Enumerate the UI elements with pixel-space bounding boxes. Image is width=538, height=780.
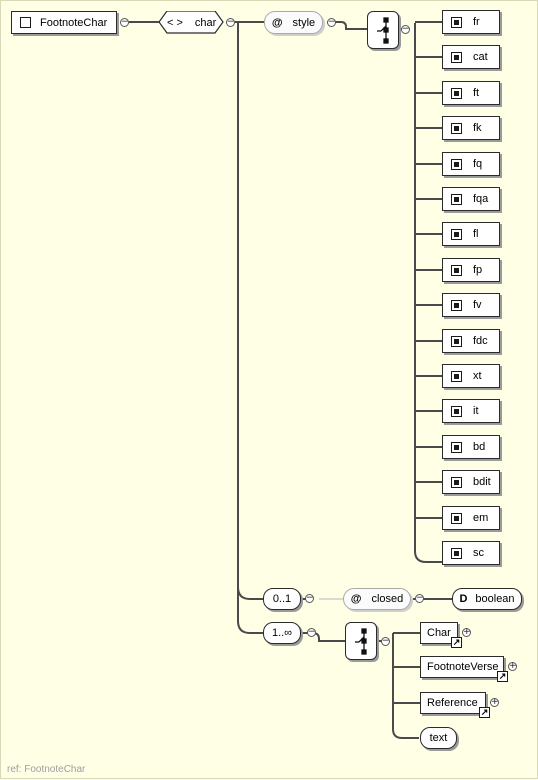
root-element-footnotechar[interactable]: FootnoteChar xyxy=(11,11,117,34)
style-value-fk[interactable]: fk xyxy=(442,116,500,140)
enumeration-icon xyxy=(451,370,462,382)
style-value-label: xt xyxy=(473,370,482,382)
style-value-xt[interactable]: xt xyxy=(442,364,500,388)
style-value-label: bd xyxy=(473,441,486,453)
datatype-icon: D xyxy=(459,593,468,605)
style-value-bd[interactable]: bd xyxy=(442,435,500,459)
style-value-sc[interactable]: sc xyxy=(442,541,500,565)
boolean-label: boolean xyxy=(475,593,515,605)
enumeration-icon xyxy=(451,405,462,417)
content-item-label: text xyxy=(429,732,448,744)
style-attribute[interactable]: @ style xyxy=(264,11,323,34)
style-value-fq[interactable]: fq xyxy=(442,152,500,176)
content-choice-toggle[interactable]: − xyxy=(381,636,390,646)
content-occurrence-label: 1..∞ xyxy=(271,627,293,639)
style-choice-compositor-icon[interactable] xyxy=(367,11,399,49)
attribute-icon: @ xyxy=(271,16,283,29)
style-value-label: fq xyxy=(473,158,483,170)
style-value-label: fl xyxy=(473,228,479,240)
style-value-fp[interactable]: fp xyxy=(442,258,500,282)
style-value-label: bdit xyxy=(473,476,491,488)
style-collapse-toggle[interactable]: − xyxy=(327,17,336,27)
enumeration-icon xyxy=(451,87,462,99)
enumeration-icon xyxy=(451,193,462,205)
content-item-expand-toggle[interactable]: + xyxy=(508,661,517,671)
char-collapse-toggle[interactable]: − xyxy=(226,17,235,27)
style-value-fr[interactable]: fr xyxy=(442,10,500,34)
style-value-it[interactable]: it xyxy=(442,399,500,423)
enumeration-icon xyxy=(451,512,462,524)
content-item-label: Char xyxy=(427,627,451,639)
style-value-label: fdc xyxy=(473,335,488,347)
closed-attribute[interactable]: @ closed xyxy=(343,588,411,610)
enumeration-icon xyxy=(451,228,462,240)
style-value-label: fr xyxy=(473,16,480,28)
enumeration-icon xyxy=(451,158,462,170)
closed-occurrence-toggle[interactable]: − xyxy=(305,593,314,603)
content-occurrence-toggle[interactable]: − xyxy=(307,627,316,637)
content-item-label: Reference xyxy=(427,697,478,709)
reference-arrow-icon: ↗ xyxy=(479,707,490,718)
element-icon xyxy=(20,17,31,28)
footer-ref-label: ref: FootnoteChar xyxy=(7,764,86,775)
closed-occurrence[interactable]: 0..1 xyxy=(263,588,301,610)
enumeration-icon xyxy=(451,16,462,28)
root-collapse-toggle[interactable]: − xyxy=(120,17,129,27)
char-tag-icon: < > xyxy=(167,16,183,29)
content-item-reference[interactable]: Reference↗ xyxy=(420,692,490,718)
content-item-text[interactable]: text xyxy=(420,727,457,749)
style-value-fdc[interactable]: fdc xyxy=(442,329,500,353)
content-occurrence[interactable]: 1..∞ xyxy=(263,622,301,644)
content-item-expand-toggle[interactable]: + xyxy=(462,627,471,637)
style-value-label: fk xyxy=(473,122,482,134)
boolean-type[interactable]: D boolean xyxy=(452,588,522,610)
style-value-fqa[interactable]: fqa xyxy=(442,187,500,211)
enumeration-icon xyxy=(451,441,462,453)
closed-label: closed xyxy=(371,593,404,605)
enumeration-icon xyxy=(451,299,462,311)
content-item-expand-toggle[interactable]: + xyxy=(490,697,499,707)
style-value-label: fv xyxy=(473,299,482,311)
style-value-fv[interactable]: fv xyxy=(442,293,500,317)
reference-arrow-icon: ↗ xyxy=(497,671,508,682)
enumeration-icon xyxy=(451,51,462,63)
content-choice-compositor-icon[interactable] xyxy=(345,622,377,660)
attribute-icon: @ xyxy=(350,593,362,605)
closed-collapse-toggle[interactable]: − xyxy=(415,593,424,603)
style-value-label: it xyxy=(473,405,479,417)
char-label: char xyxy=(194,16,217,29)
style-value-label: fp xyxy=(473,264,483,276)
style-value-bdit[interactable]: bdit xyxy=(442,470,500,494)
content-item-footnoteverse[interactable]: FootnoteVerse↗ xyxy=(420,656,508,682)
enumeration-icon xyxy=(451,264,462,276)
content-item-char[interactable]: Char↗ xyxy=(420,622,462,648)
style-label: style xyxy=(292,16,316,29)
content-item-label: FootnoteVerse xyxy=(427,661,499,673)
style-value-cat[interactable]: cat xyxy=(442,45,500,69)
style-value-label: em xyxy=(473,512,489,524)
enumeration-icon xyxy=(451,476,462,488)
style-value-label: cat xyxy=(473,51,488,63)
closed-occurrence-label: 0..1 xyxy=(272,593,292,605)
char-element[interactable]: < > char xyxy=(159,11,224,34)
choice-collapse-toggle[interactable]: − xyxy=(401,24,410,34)
style-value-label: fqa xyxy=(473,193,489,205)
enumeration-icon xyxy=(451,122,462,134)
reference-arrow-icon: ↗ xyxy=(451,637,462,648)
style-value-em[interactable]: em xyxy=(442,506,500,530)
root-label: FootnoteChar xyxy=(40,16,108,29)
enumeration-icon xyxy=(451,547,462,559)
style-value-fl[interactable]: fl xyxy=(442,222,500,246)
style-value-ft[interactable]: ft xyxy=(442,81,500,105)
style-value-label: ft xyxy=(473,87,480,99)
enumeration-icon xyxy=(451,335,462,347)
style-value-label: sc xyxy=(473,547,484,559)
